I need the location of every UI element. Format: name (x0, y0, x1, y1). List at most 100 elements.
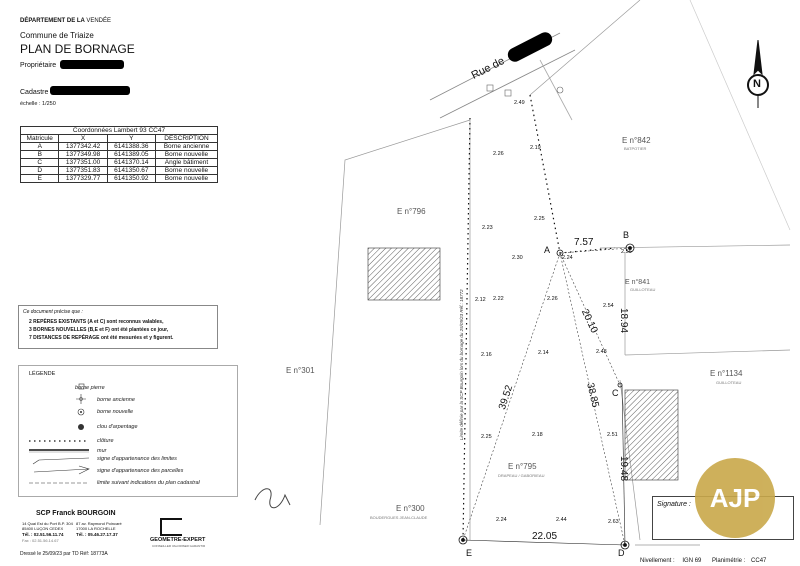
geometre-logo-icon (160, 518, 182, 536)
signature-label: Signature : (657, 501, 691, 508)
col-header: Matricule (19, 134, 60, 143)
spot-height: 2.12 (475, 297, 486, 303)
north-letter: N (753, 78, 761, 90)
legend-symbols (29, 383, 90, 484)
legend-item: signe d'appartenance des parcelles (97, 468, 184, 474)
page-title: PLAN DE BORNAGE (20, 42, 135, 56)
geometre-logo-text: GEOMETRE-EXPERT (150, 537, 206, 543)
cell: B (19, 150, 60, 159)
coords-caption: Coordonnées Lambert 93 CC47 (20, 126, 218, 135)
cell: 1377351.00 (58, 158, 108, 167)
distance-label: 18.94 (618, 308, 629, 334)
note-item: 3 BORNES NOUVELLES (B,E et F) ont été pl… (29, 327, 169, 333)
cell: 1377351.83 (58, 166, 108, 175)
cell: D (19, 166, 60, 175)
marker-b (625, 243, 635, 253)
owner-label: Propriétaire (20, 62, 57, 69)
legend-box: LÉGENDE borne pierre borne ancienne born… (18, 365, 238, 497)
marker-d (620, 540, 630, 550)
firm-address-line: 17000 LA ROCHELLE (76, 526, 116, 531)
parcel-sub: BOUDERGUES JEAN-CLAUDE (370, 515, 428, 520)
spot-height: 2.51 (607, 432, 618, 438)
spot-height: 2.23 (482, 225, 493, 231)
parcel-label: E n°841 (625, 279, 650, 286)
parcel-lines (319, 0, 791, 546)
spot-height: 2.26 (547, 296, 558, 302)
spot-height: 2.49 (514, 100, 525, 106)
nivellement-label: Nivellement : (640, 558, 675, 564)
firm-address-line: Tél. : 02.51.56.11.74 (22, 532, 64, 537)
spot-height: 2.48 (596, 349, 607, 355)
geometre-logo: GEOMETRE-EXPERT CONSEILLER VALORISER GAR… (140, 518, 228, 552)
building-hatch-west (367, 247, 441, 301)
marker-a (556, 249, 564, 257)
coordinates-table: Coordonnées Lambert 93 CC47 Matricule X … (19, 126, 219, 183)
parcel-label: E n°301 (286, 366, 315, 375)
nivellement-value: IGN 69 (682, 558, 702, 564)
spot-height: 2.24 (496, 517, 507, 523)
legend-item: borne nouvelle (97, 409, 134, 415)
building-hatch-east (624, 389, 679, 481)
distance-lines (462, 247, 631, 546)
ajp-text: AJP (709, 482, 761, 513)
legend-item: borne ancienne (97, 397, 135, 403)
cell: 1377342.42 (58, 142, 108, 151)
point-label-a: A (544, 245, 551, 255)
legend-item: mur (97, 448, 107, 454)
drawn-date: Dressé le 25/09/23 par TD Réf: 18773A (20, 551, 108, 557)
parcel-label: E n°300 (396, 504, 425, 513)
department-label: DÉPARTEMENT DE LA (20, 18, 85, 24)
boundary-lines (462, 384, 626, 546)
cell: 6141350.92 (106, 174, 156, 183)
col-header: Y (106, 134, 156, 143)
parcel-sub: GUILLOTEAU (630, 287, 656, 292)
stamp-scribble (254, 488, 291, 509)
redaction-owner (60, 60, 124, 69)
firm-address-line: Fax : 02.51.56.14.67 (22, 538, 59, 543)
spot-height: 2.63 (608, 519, 619, 525)
legend-item: clou d'arpentage (97, 424, 138, 430)
spot-height: 2.56 (621, 249, 632, 255)
scale-label: échelle : 1/250 (20, 101, 56, 107)
distance-label: 22.05 (532, 531, 558, 542)
col-header: X (58, 134, 108, 143)
firm-address-line: 87 av. Raymond Poincaré (76, 521, 122, 526)
cadastre-label: Cadastre : (20, 89, 53, 96)
commune-label: Commune de (20, 31, 69, 40)
cell: Angle bâtiment (154, 158, 219, 167)
parcel-label: E n°795 (508, 462, 537, 471)
firm-address-line: 85400 LUÇON CEDEX (22, 526, 64, 531)
street-furniture (486, 84, 564, 97)
point-label-b: B (623, 230, 630, 240)
ajp-logo: AJP (695, 458, 775, 538)
point-label-e: E (466, 548, 473, 558)
legend-title: LÉGENDE (29, 371, 56, 377)
firm-address-line: 14 Quai Est du Port B.P. 304 (22, 521, 73, 526)
planimetrie-label: Planimétrie : (712, 558, 746, 564)
note-box: Ce document précise que : 2 REPÈRES EXIS… (18, 305, 218, 349)
cell: Borne ancienne (154, 142, 219, 151)
redaction-cadastre (50, 86, 130, 95)
parcel-label: E n°842 (622, 136, 651, 145)
parcel-sub: GUILLOTEAU (716, 380, 742, 385)
spot-height: 2.26 (493, 151, 504, 157)
cell: 6141370.14 (106, 158, 156, 167)
commune-value: Triaize (70, 31, 94, 40)
distance-label: 19.48 (618, 456, 629, 482)
point-label-d: D (618, 548, 625, 558)
legend-item: limite suivant indications du plan cadas… (97, 480, 200, 486)
note-intro: Ce document précise que : (23, 309, 83, 315)
firm-block: SCP Franck BOURGOIN 14 Quai Est du Port … (18, 510, 228, 560)
cell: 6141350.67 (106, 166, 156, 175)
planimetrie-value: CC47 (751, 558, 767, 564)
legend-item: signe d'appartenance des limites (97, 456, 177, 462)
cell: 1377349.98 (58, 150, 108, 159)
spot-height: 2.44 (556, 517, 567, 523)
fence-lines (462, 94, 616, 541)
col-header: DESCRIPTION (154, 134, 219, 143)
